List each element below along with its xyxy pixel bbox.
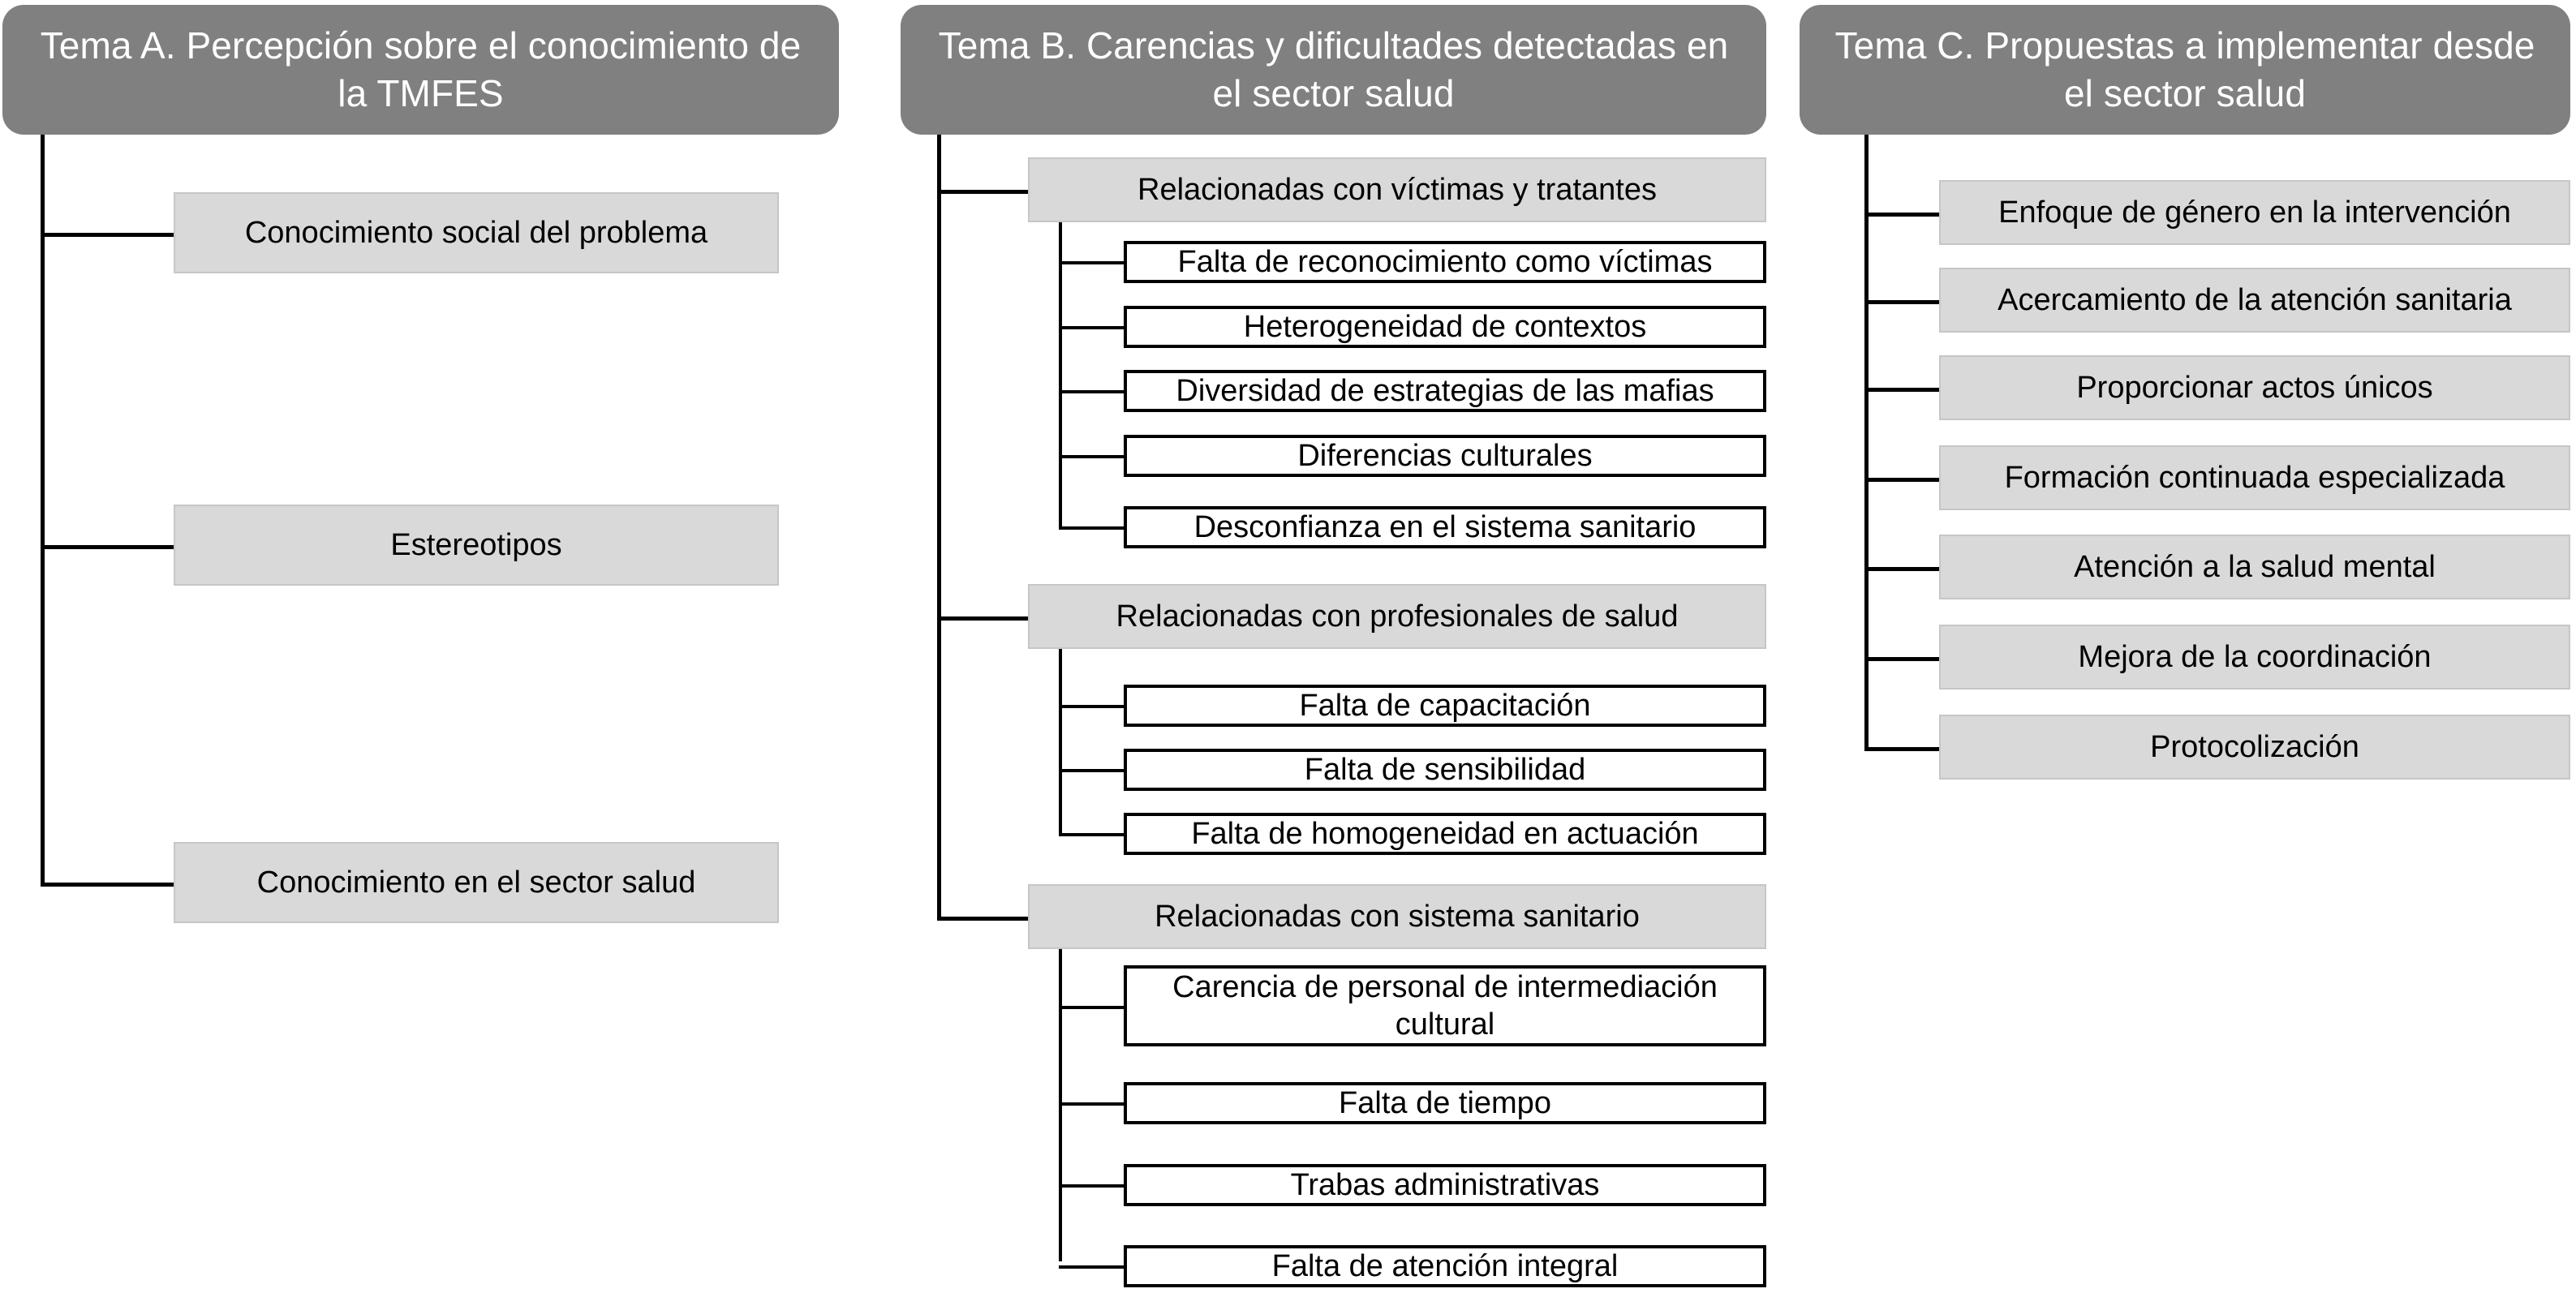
leaf-line-b-3-1 [1059,1006,1124,1009]
node-a-1[interactable]: Conocimiento social del problema [174,192,779,273]
group-b-3[interactable]: Relacionadas con sistema sanitario [1028,884,1766,949]
leaf-b-3-3[interactable]: Trabas administrativas [1124,1164,1766,1206]
leaf-b-1-3[interactable]: Diversidad de estrategias de las mafias [1124,370,1766,412]
trunk-line-c [1864,135,1869,751]
subtrunk-line-b-g1 [1059,222,1062,530]
node-a-2[interactable]: Estereotipos [174,505,779,586]
branch-line-c-6 [1864,657,1939,661]
leaf-line-b-1-1 [1059,261,1124,264]
leaf-line-b-3-2 [1059,1102,1124,1106]
leaf-line-b-1-3 [1059,390,1124,393]
leaf-b-1-4[interactable]: Diferencias culturales [1124,435,1766,477]
branch-line-a-2 [41,545,175,549]
leaf-line-b-1-5 [1059,526,1124,530]
group-b-1[interactable]: Relacionadas con víctimas y tratantes [1028,157,1766,222]
node-c-6[interactable]: Mejora de la coordinación [1939,625,2570,689]
header-tema-b: Tema B. Carencias y dificultades detecta… [901,5,1766,135]
node-c-5[interactable]: Atención a la salud mental [1939,535,2570,599]
group-b-2[interactable]: Relacionadas con profesionales de salud [1028,584,1766,649]
subtrunk-line-b-g2 [1059,649,1062,834]
node-c-1[interactable]: Enfoque de género en la intervención [1939,180,2570,245]
branch-line-c-2 [1864,300,1939,304]
node-c-2[interactable]: Acercamiento de la atención sanitaria [1939,268,2570,333]
trunk-line-b [937,135,941,919]
branch-line-a-1 [41,233,175,237]
branch-line-c-1 [1864,213,1939,217]
leaf-line-b-2-3 [1059,833,1124,836]
leaf-b-2-2[interactable]: Falta de sensibilidad [1124,749,1766,791]
leaf-line-b-1-2 [1059,326,1124,329]
leaf-b-2-1[interactable]: Falta de capacitación [1124,685,1766,727]
leaf-line-b-2-1 [1059,705,1124,708]
leaf-b-2-3[interactable]: Falta de homogeneidad en actuación [1124,813,1766,855]
leaf-b-1-1[interactable]: Falta de reconocimiento como víctimas [1124,241,1766,283]
branch-line-b-g3 [937,917,1028,921]
leaf-line-b-2-2 [1059,769,1124,772]
branch-line-a-3 [41,883,175,887]
leaf-b-3-4[interactable]: Falta de atención integral [1124,1245,1766,1287]
leaf-b-3-2[interactable]: Falta de tiempo [1124,1082,1766,1124]
branch-line-c-4 [1864,478,1939,482]
header-tema-c: Tema C. Propuestas a implementar desde e… [1800,5,2570,135]
node-c-4[interactable]: Formación continuada especializada [1939,445,2570,510]
leaf-b-1-2[interactable]: Heterogeneidad de contextos [1124,306,1766,348]
node-a-3[interactable]: Conocimiento en el sector salud [174,842,779,923]
leaf-line-b-3-3 [1059,1184,1124,1188]
branch-line-b-g2 [937,616,1028,621]
branch-line-c-5 [1864,567,1939,571]
leaf-b-3-1[interactable]: Carencia de personal de intermediación c… [1124,965,1766,1046]
leaf-line-b-1-4 [1059,455,1124,458]
header-tema-a: Tema A. Percepción sobre el conocimiento… [2,5,839,135]
leaf-b-1-5[interactable]: Desconfianza en el sistema sanitario [1124,506,1766,548]
node-c-7[interactable]: Protocolización [1939,715,2570,780]
branch-line-b-g1 [937,190,1028,194]
node-c-3[interactable]: Proporcionar actos únicos [1939,355,2570,420]
branch-line-c-7 [1864,747,1939,751]
branch-line-c-3 [1864,388,1939,392]
leaf-line-b-3-4 [1059,1265,1124,1269]
trunk-line-a [41,135,45,887]
